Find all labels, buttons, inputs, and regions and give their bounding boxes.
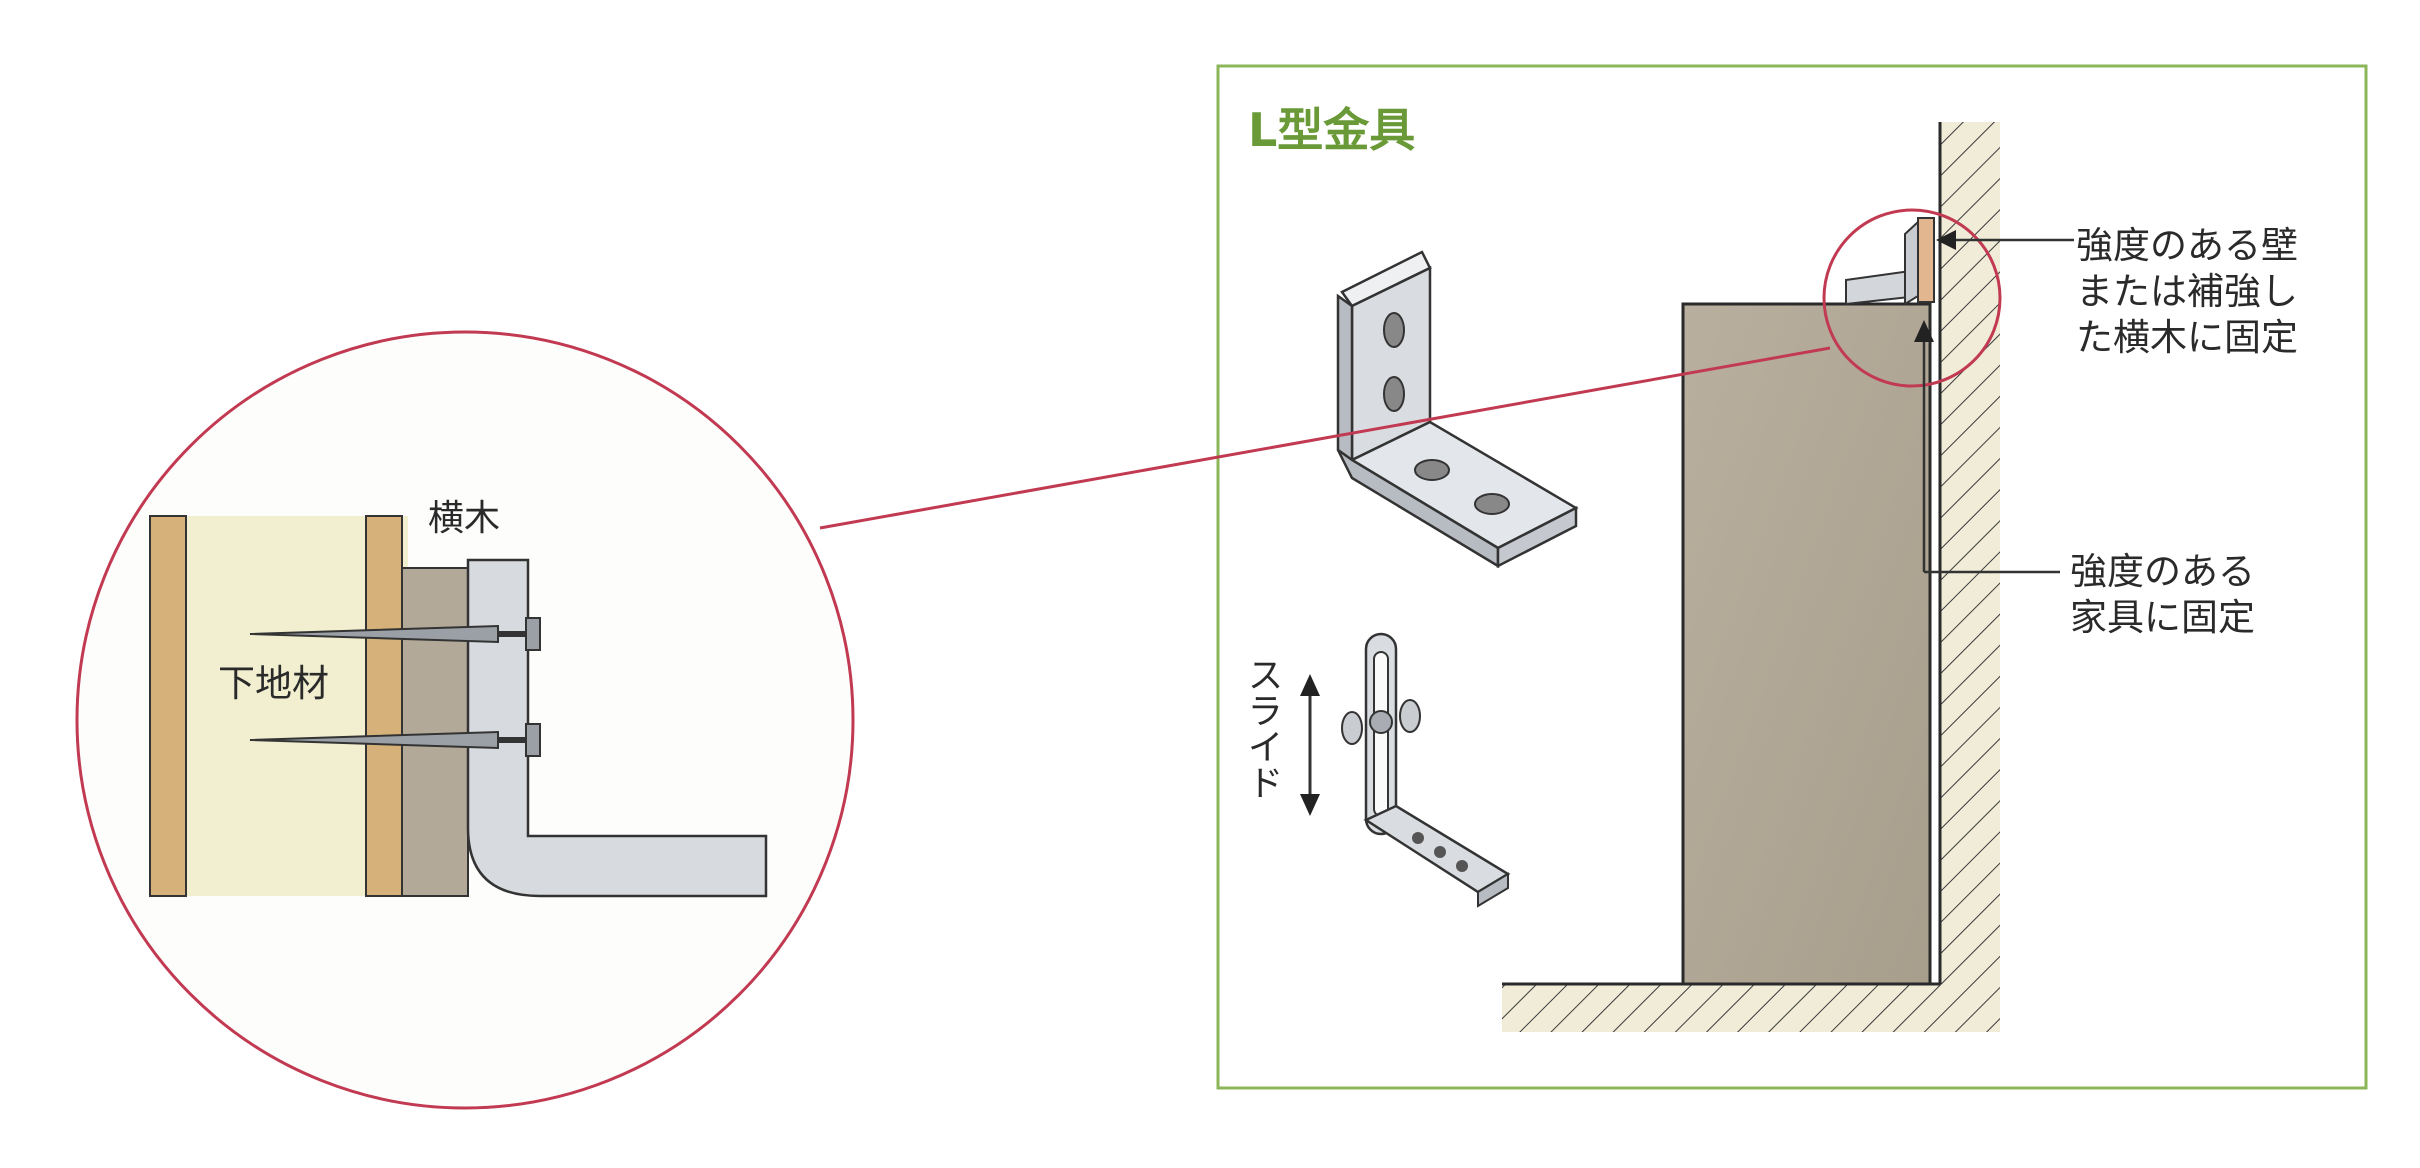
label-wall: 強度のある壁 または補強し た横木に固定 xyxy=(2076,224,2298,359)
mounted-bracket xyxy=(1845,217,1935,306)
slide-bracket xyxy=(1341,632,1511,908)
svg-text:家具に固定: 家具に固定 xyxy=(2070,596,2255,639)
label-slide: スライド xyxy=(1242,656,1283,800)
arrow-to-wall xyxy=(1936,230,2074,250)
zoom-detail: 横木 下地材 xyxy=(75,330,855,1110)
label-furniture: 強度のある 家具に固定 xyxy=(2070,550,2255,639)
screw-lower xyxy=(249,723,541,757)
furniture-cabinet xyxy=(1681,302,1932,986)
l-bracket-large xyxy=(1336,250,1579,569)
arrow-to-furniture xyxy=(1914,320,2060,574)
crossbar xyxy=(401,567,469,897)
panel-title: L型金具 xyxy=(1248,103,1415,157)
zoom-circle-border xyxy=(75,330,855,1110)
floor xyxy=(1502,982,2000,1032)
callout-connector xyxy=(819,346,1831,530)
slide-arrow xyxy=(1300,674,1320,816)
svg-text:または補強し: または補強し xyxy=(2076,270,2298,313)
wall xyxy=(1938,122,2000,1032)
svg-text:強度のある壁: 強度のある壁 xyxy=(2076,224,2298,267)
panel-border xyxy=(1216,64,2368,1090)
svg-text:た横木に固定: た横木に固定 xyxy=(2076,316,2298,359)
label-crossbar: 横木 xyxy=(428,498,500,539)
l-bracket-panel: L型金具 xyxy=(1216,64,2368,1090)
highlight-circle xyxy=(1822,208,2002,388)
svg-text:強度のある: 強度のある xyxy=(2070,550,2255,593)
screw-upper xyxy=(249,617,541,651)
label-base: 下地材 xyxy=(218,662,329,705)
